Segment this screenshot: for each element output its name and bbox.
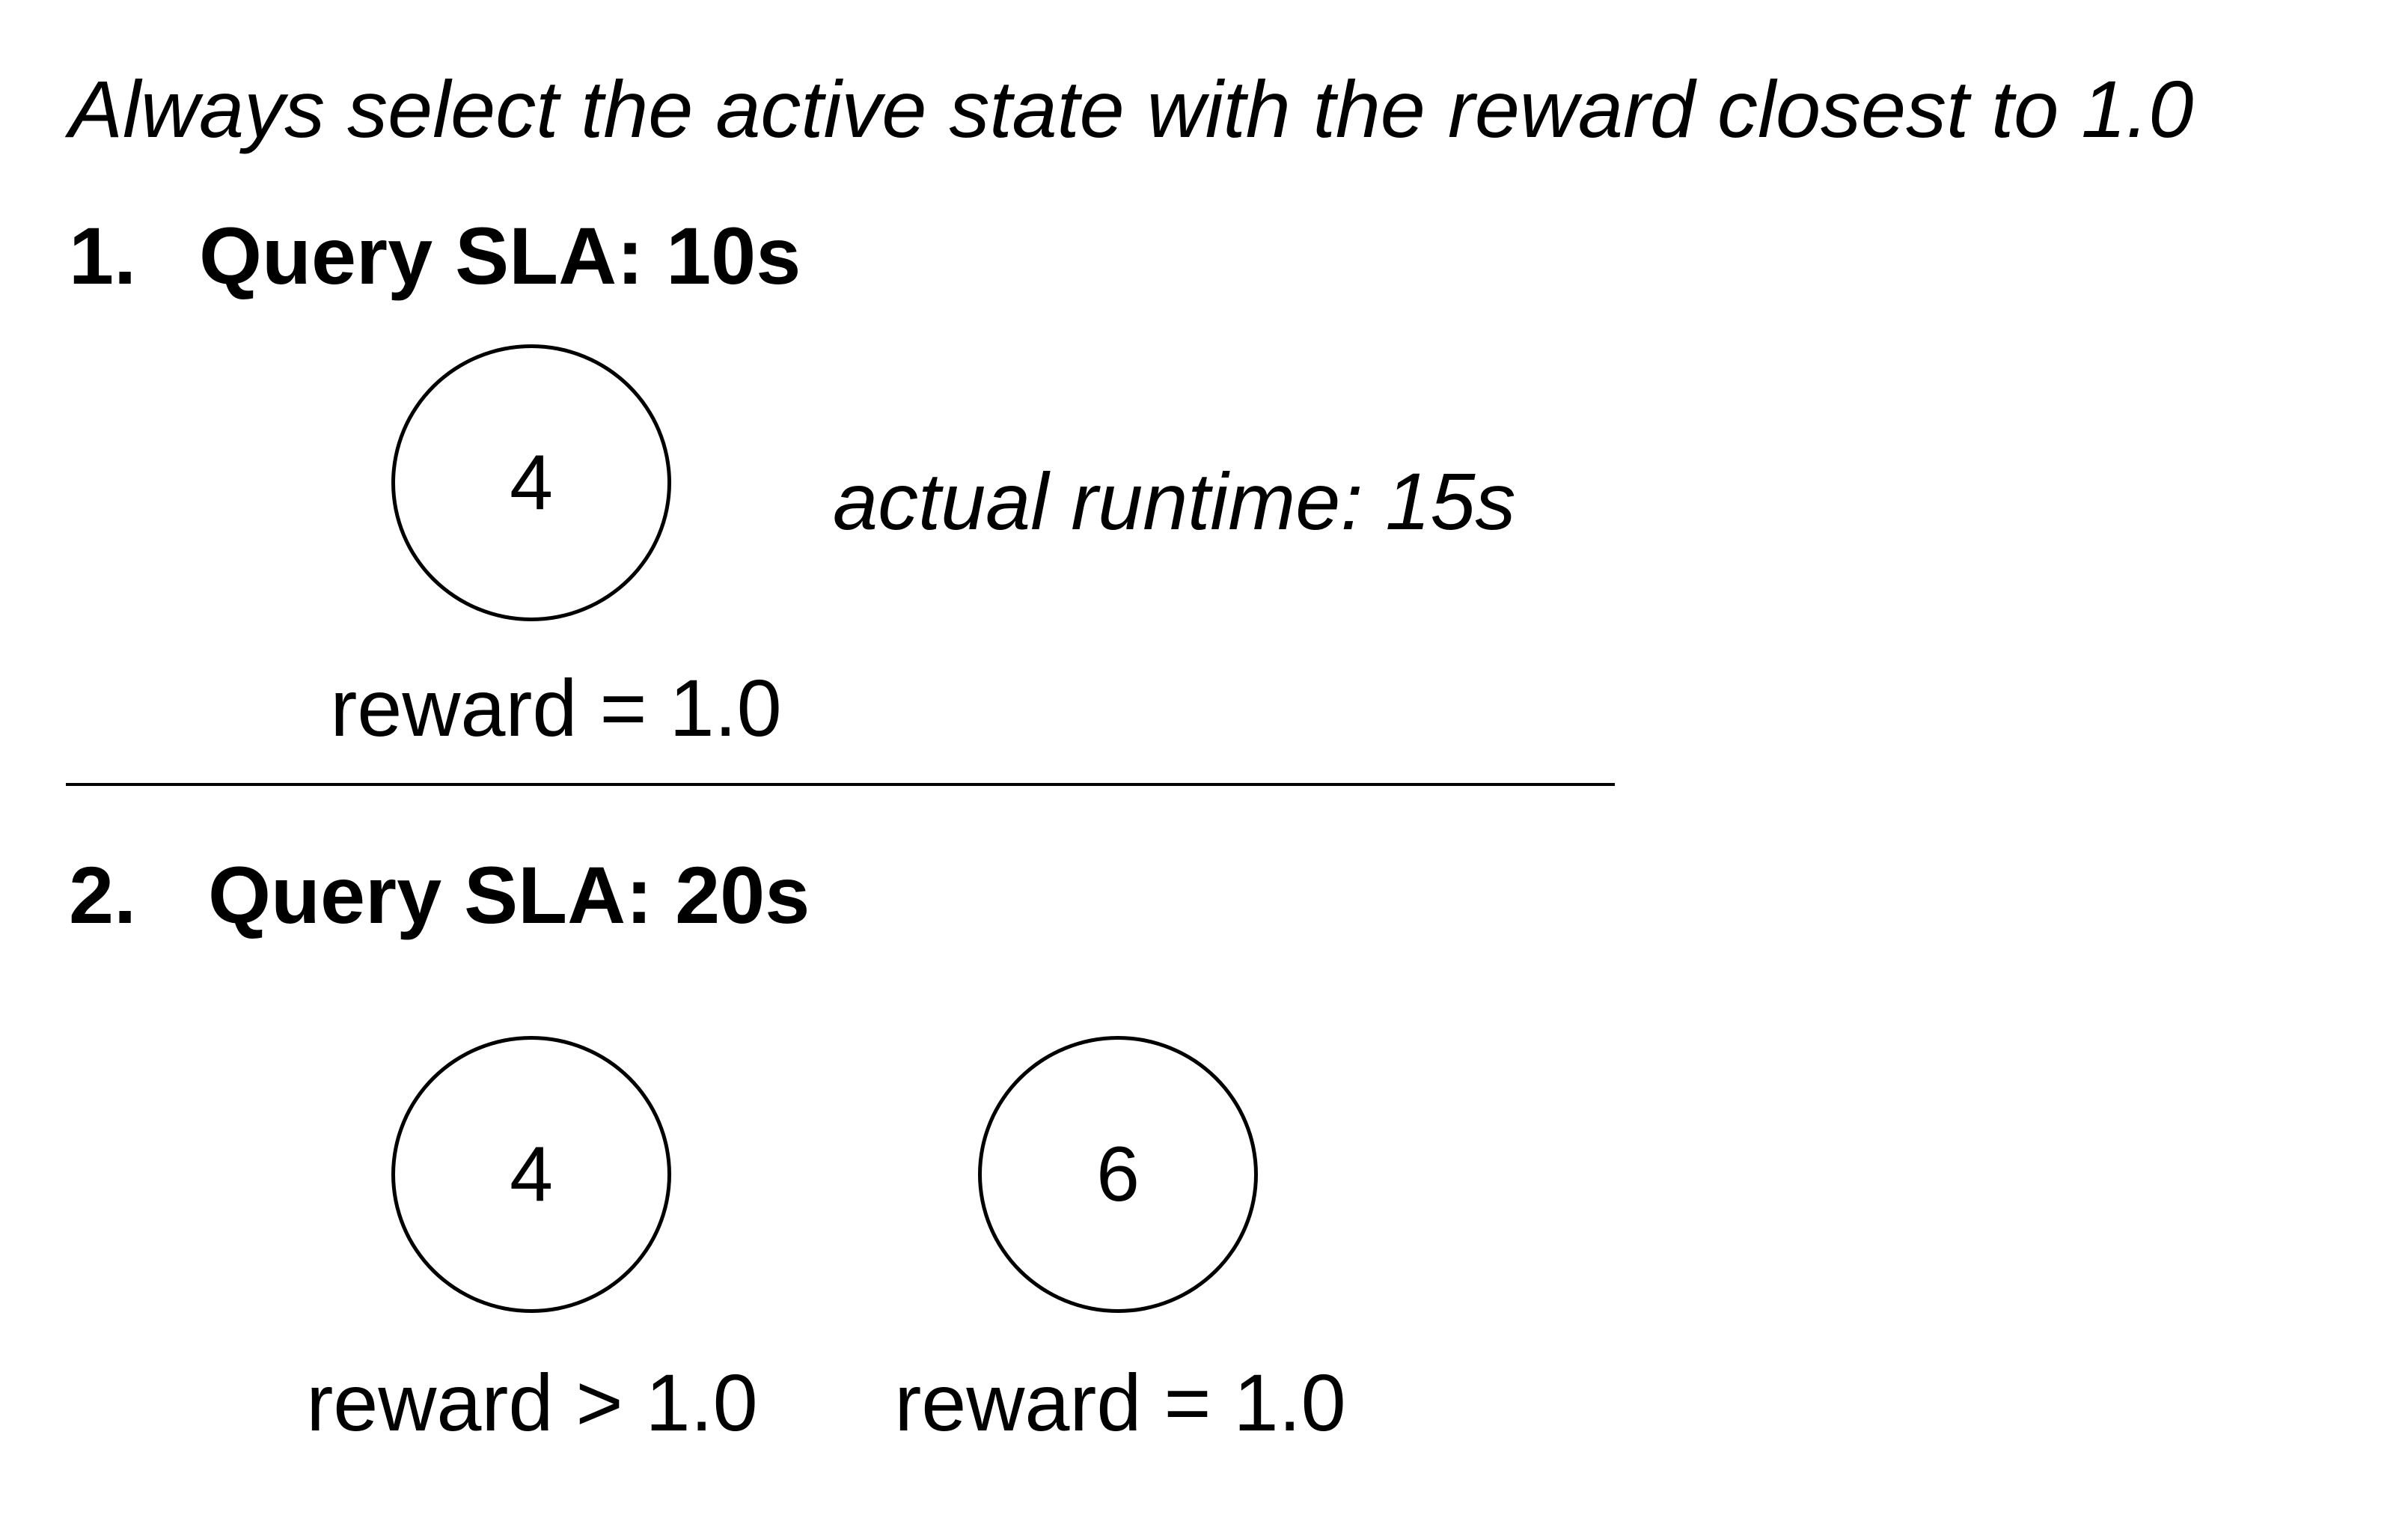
section-divider (66, 783, 1615, 786)
scenario-2-title: Query SLA: 20s (208, 850, 810, 940)
scenario-2-heading: 2. Query SLA: 20s (69, 843, 810, 948)
scenario-2-state-a-reward: reward > 1.0 (306, 1357, 758, 1448)
scenario-1-number: 1. (69, 210, 137, 301)
diagram-rule-text: Always select the active state with the … (69, 64, 2194, 154)
scenario-1-state-reward: reward = 1.0 (330, 662, 782, 753)
scenario-2-number: 2. (69, 850, 137, 940)
scenario-2-state-node-a: 4 (391, 1036, 671, 1313)
scenario-1-heading: 1. Query SLA: 10s (69, 204, 801, 308)
scenario-1-runtime-note: actual runtime: 15s (833, 456, 1516, 546)
scenario-1-state-label: 4 (510, 439, 553, 526)
scenario-2-state-node-b: 6 (978, 1036, 1258, 1313)
scenario-2-state-b-reward: reward = 1.0 (894, 1357, 1346, 1448)
scenario-2-state-a-label: 4 (510, 1131, 553, 1218)
scenario-1-title: Query SLA: 10s (199, 210, 801, 301)
scenario-1-state-node: 4 (391, 344, 671, 621)
scenario-2-state-b-label: 6 (1096, 1131, 1140, 1218)
